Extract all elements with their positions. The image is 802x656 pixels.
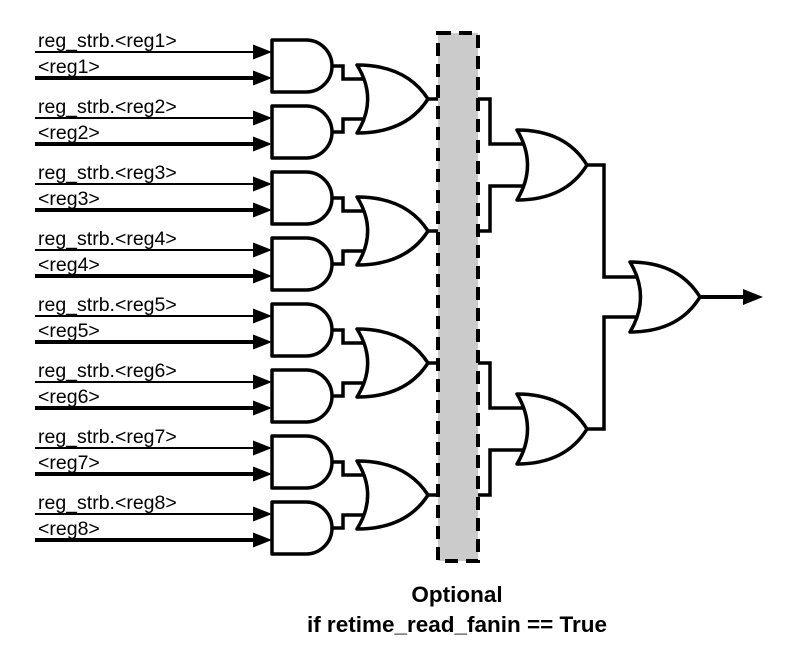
input-label-strobe-1: reg_strb.<reg1> [38, 30, 177, 52]
arrowhead-strobe-6 [253, 374, 272, 390]
arrowhead-strobe-2 [253, 110, 272, 126]
input-label-data-3: <reg3> [38, 188, 100, 210]
conn-and-or1-1 [332, 64, 371, 81]
input-label-data-8: <reg8> [38, 518, 100, 540]
input-label-strobe-6: reg_strb.<reg6> [38, 360, 177, 382]
conn-or2-final-2 [587, 315, 644, 431]
arrowhead-output [743, 289, 763, 305]
optional-caption-line1: Optional [411, 582, 502, 607]
arrowhead-strobe-5 [253, 308, 272, 324]
and-gate-1 [270, 38, 334, 94]
arrowhead-data-6 [253, 400, 272, 416]
arrowhead-strobe-4 [253, 242, 272, 258]
or-gate-stage2-2 [515, 392, 589, 466]
conn-and-or1-4 [332, 249, 371, 266]
or-gate-stage1-3 [355, 327, 430, 399]
conn-and-or1-6 [332, 381, 371, 398]
input-label-data-4: <reg4> [38, 254, 100, 276]
or-gate-stage2-1 [515, 128, 589, 202]
arrowhead-data-7 [253, 466, 272, 482]
arrowhead-strobe-3 [253, 176, 272, 192]
arrowhead-data-2 [253, 136, 272, 152]
arrowhead-data-5 [253, 334, 272, 350]
and-gate-2 [270, 104, 334, 160]
or-gate-stage1-1 [355, 63, 430, 135]
and-gate-8 [270, 500, 334, 556]
arrowhead-data-3 [253, 202, 272, 218]
input-label-data-2: <reg2> [38, 122, 100, 144]
conn-and-or1-3 [332, 196, 371, 213]
conn-and-or1-7 [332, 460, 371, 477]
and-gate-3 [270, 170, 334, 226]
conn-and-or1-2 [332, 117, 371, 134]
input-label-strobe-4: reg_strb.<reg4> [38, 228, 177, 250]
conn-and-or1-5 [332, 328, 371, 345]
input-label-strobe-7: reg_strb.<reg7> [38, 426, 177, 448]
conn-or2-final-1 [587, 163, 644, 279]
or-gate-final [628, 260, 702, 334]
arrowhead-strobe-1 [253, 44, 272, 60]
arrowhead-data-1 [253, 70, 272, 86]
arrowhead-data-8 [253, 532, 272, 548]
input-label-strobe-5: reg_strb.<reg5> [38, 294, 177, 316]
optional-retime-box [436, 31, 480, 563]
input-label-strobe-3: reg_strb.<reg3> [38, 162, 177, 184]
input-label-data-7: <reg7> [38, 452, 100, 474]
input-label-strobe-8: reg_strb.<reg8> [38, 492, 177, 514]
and-gate-4 [270, 236, 334, 292]
input-label-strobe-2: reg_strb.<reg2> [38, 96, 177, 118]
or-gate-stage1-2 [355, 195, 430, 267]
input-label-data-6: <reg6> [38, 386, 100, 408]
arrowhead-data-4 [253, 268, 272, 284]
and-gate-5 [270, 302, 334, 358]
or-gate-stage1-4 [355, 459, 430, 531]
arrowhead-strobe-8 [253, 506, 272, 522]
and-gate-7 [270, 434, 334, 490]
input-label-data-1: <reg1> [38, 56, 100, 78]
arrowhead-strobe-7 [253, 440, 272, 456]
generated-circuit-layer: reg_strb.<reg1> <reg1> reg_strb.<reg2> <reg… [35, 30, 763, 563]
input-label-data-5: <reg5> [38, 320, 100, 342]
conn-and-or1-8 [332, 513, 371, 530]
optional-caption-line2: if retime_read_fanin == True [307, 612, 607, 637]
and-gate-6 [270, 368, 334, 424]
